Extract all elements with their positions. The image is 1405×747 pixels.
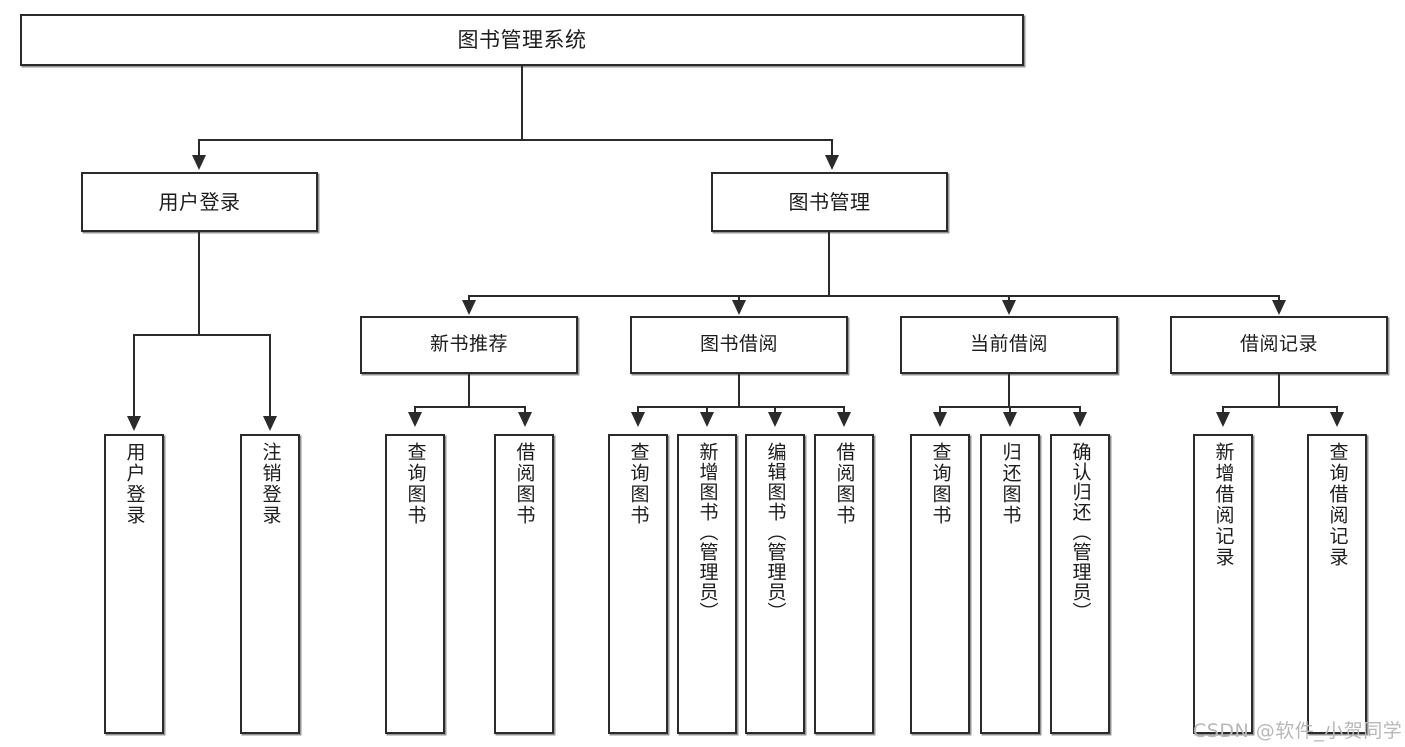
node-label: 新书推荐 [429,333,508,356]
leaf-new-book-query[interactable]: 查询图书 [385,434,445,734]
arrowhead-new-book [462,300,476,315]
node-label: 借阅图书 [513,442,536,526]
leaf-book-borrow-add[interactable]: 新增图书（管理员） [677,434,737,734]
arrowhead-book-borrow-child2 [700,412,714,427]
connector-new-book-stem [468,374,470,408]
node-label: 图书管理系统 [457,27,587,52]
arrowhead-current-borrow-child2 [1003,412,1017,427]
connector-user-login-child1 [133,334,135,417]
leaf-book-borrow-query[interactable]: 查询图书 [608,434,668,734]
connector-new-book-bar [414,406,526,408]
connector-user-login-stem [198,232,200,335]
leaf-user-login-signout[interactable]: 注销登录 [240,434,300,734]
arrowhead-book-borrow-child3 [768,412,782,427]
node-borrow-record[interactable]: 借阅记录 [1170,316,1388,374]
node-book-borrow[interactable]: 图书借阅 [630,316,848,374]
node-label: 查询借阅记录 [1326,442,1349,568]
node-label: 查询图书 [627,442,650,526]
node-current-borrow[interactable]: 当前借阅 [900,316,1118,374]
leaf-user-login-signin[interactable]: 用户登录 [104,434,164,734]
connector-borrow-record-bar [1222,406,1338,408]
arrowhead-user-login-child1 [127,416,141,431]
leaf-current-borrow-confirm[interactable]: 确认归还（管理员） [1050,434,1110,734]
leaf-book-borrow-lend[interactable]: 借阅图书 [814,434,874,734]
connector-user-login-child2 [269,334,271,417]
node-label: 查询图书 [404,442,427,526]
arrowhead-borrow-record [1272,300,1286,315]
arrowhead-borrow-record-child2 [1330,412,1344,427]
arrowhead-new-book-child2 [518,412,532,427]
connector-book-manage-stem [828,232,830,296]
leaf-book-borrow-edit[interactable]: 编辑图书（管理员） [745,434,805,734]
connector-level2-bar [198,139,833,141]
node-new-book-recommend[interactable]: 新书推荐 [360,316,578,374]
node-label: 用户登录 [158,189,241,214]
node-label: 查询图书 [929,442,952,526]
node-label: 确认归还（管理员） [1069,442,1092,622]
connector-borrow-record-stem [1278,374,1280,408]
arrowhead-book-borrow-child1 [631,412,645,427]
leaf-current-borrow-query[interactable]: 查询图书 [910,434,970,734]
connector-current-borrow-stem [1008,374,1010,408]
node-label: 新增借阅记录 [1212,442,1235,568]
node-label: 用户登录 [123,442,146,526]
arrowhead-book-borrow-child4 [837,412,851,427]
leaf-borrow-record-add[interactable]: 新增借阅记录 [1193,434,1253,734]
node-label: 图书管理 [788,189,871,214]
connector-book-borrow-bar [637,406,845,408]
arrowhead-book-borrow [732,300,746,315]
arrowhead-current-borrow-child1 [933,412,947,427]
leaf-borrow-record-query[interactable]: 查询借阅记录 [1307,434,1367,734]
node-user-login[interactable]: 用户登录 [81,172,318,232]
arrowhead-current-borrow-child3 [1073,412,1087,427]
node-label: 新增图书（管理员） [696,442,719,622]
arrowhead-borrow-record-child1 [1216,412,1230,427]
arrowhead-book-manage [825,155,839,170]
leaf-current-borrow-return[interactable]: 归还图书 [980,434,1040,734]
node-label: 图书借阅 [699,333,778,356]
node-label: 借阅记录 [1239,333,1318,356]
arrowhead-current-borrow [1002,300,1016,315]
connector-root-stem [521,66,523,140]
connector-to-book-manage [831,139,833,157]
arrowhead-new-book-child1 [408,412,422,427]
node-label: 归还图书 [999,442,1022,526]
connector-level3-bar [468,295,1280,297]
node-label: 当前借阅 [969,333,1048,356]
node-label: 编辑图书（管理员） [764,442,787,622]
connector-to-user-login [198,139,200,157]
connector-user-login-bar [133,334,271,336]
connector-book-borrow-stem [738,374,740,408]
node-book-manage[interactable]: 图书管理 [711,172,948,232]
node-label: 注销登录 [259,442,282,526]
node-label: 借阅图书 [833,442,856,526]
arrowhead-user-login [192,155,206,170]
node-root-system[interactable]: 图书管理系统 [20,14,1024,66]
arrowhead-user-login-child2 [263,416,277,431]
leaf-new-book-borrow[interactable]: 借阅图书 [494,434,554,734]
